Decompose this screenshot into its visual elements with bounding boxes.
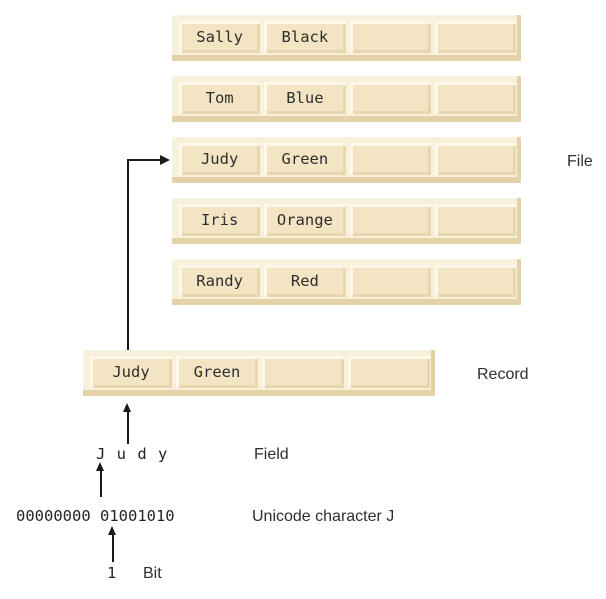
file-cell-empty [434, 82, 516, 114]
file-cell: Black [264, 21, 346, 53]
bit-to-unicode-arrow-line [112, 533, 114, 562]
file-cell: Blue [264, 82, 346, 114]
file-cell: Green [264, 143, 346, 175]
record-label: Record [477, 366, 529, 383]
bit-value: 1 [107, 564, 117, 582]
file-label: File [567, 153, 593, 170]
file-row-iris: Iris Orange [172, 198, 521, 244]
file-cell-empty [349, 204, 431, 236]
unicode-value: 00000000 01001010 [16, 507, 175, 525]
file-cell-empty [349, 21, 431, 53]
record-to-file-arrow-horizontal-line [127, 159, 161, 161]
file-cell-empty [434, 143, 516, 175]
file-cell-empty [349, 82, 431, 114]
file-cell: Sally [179, 21, 261, 53]
field-label: Field [254, 446, 289, 463]
record-cell-empty [348, 356, 430, 388]
arrowhead-up-icon [96, 462, 104, 471]
file-cell-empty [434, 204, 516, 236]
field-value: J u d y [96, 445, 169, 463]
file-cell-empty [434, 21, 516, 53]
file-cell-empty [349, 265, 431, 297]
file-row-randy: Randy Red [172, 259, 521, 305]
file-row-tom: Tom Blue [172, 76, 521, 122]
bit-label: Bit [143, 565, 162, 582]
record-cell-empty [262, 356, 344, 388]
record-cell: Green [176, 356, 258, 388]
unicode-to-field-arrow-line [100, 469, 102, 497]
unicode-label: Unicode character J [252, 508, 395, 525]
record-row: Judy Green [83, 350, 435, 396]
arrowhead-right-icon [160, 155, 170, 165]
file-cell: Orange [264, 204, 346, 236]
arrowhead-up-icon [123, 403, 131, 412]
file-cell: Tom [179, 82, 261, 114]
file-cell: Iris [179, 204, 261, 236]
file-cell: Judy [179, 143, 261, 175]
arrowhead-up-icon [108, 526, 116, 535]
file-cell-empty [434, 265, 516, 297]
file-cell: Red [264, 265, 346, 297]
record-to-file-arrow-vertical-line [127, 161, 129, 350]
record-cell: Judy [90, 356, 172, 388]
file-row-judy: Judy Green [172, 137, 521, 183]
field-to-record-arrow-line [127, 410, 129, 444]
file-cell: Randy [179, 265, 261, 297]
file-cell-empty [349, 143, 431, 175]
file-row-sally: Sally Black [172, 15, 521, 61]
